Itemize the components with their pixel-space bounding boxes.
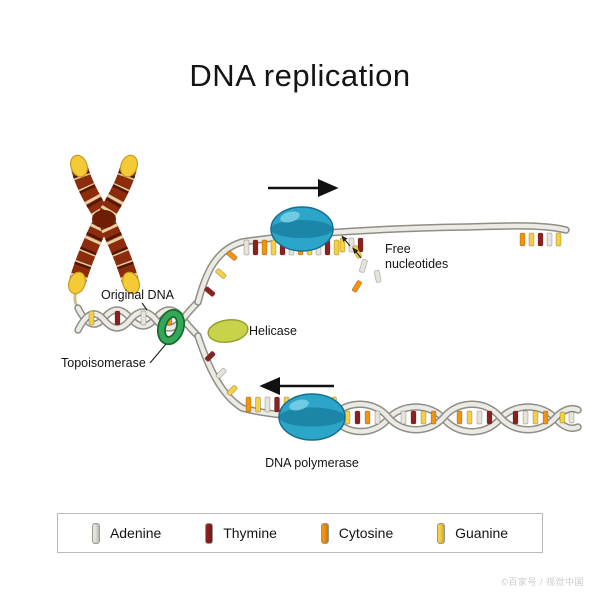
nucleotide-adenine bbox=[522, 410, 529, 425]
nucleotide-guanine bbox=[528, 232, 535, 247]
nucleotide-guanine bbox=[270, 239, 277, 256]
enzymes bbox=[156, 206, 346, 441]
legend-item-guanine: Guanine bbox=[437, 522, 509, 544]
nucleotide-cytosine bbox=[261, 239, 268, 256]
nucleotide-adenine bbox=[140, 310, 147, 326]
nucleotide-cytosine bbox=[226, 250, 238, 261]
nucleotide-adenine bbox=[215, 367, 227, 379]
nucleotide-guanine bbox=[466, 410, 473, 425]
thymine-label: Thymine bbox=[223, 525, 277, 541]
original-dna-label: Original DNA bbox=[101, 288, 174, 302]
topoisomerase-label: Topoisomerase bbox=[61, 356, 146, 370]
watermark: ©百家号 / 视觉中国 bbox=[501, 577, 584, 587]
cytosine-label: Cytosine bbox=[338, 525, 394, 541]
adenine-label: Adenine bbox=[109, 525, 162, 541]
dna-polymerase-label: DNA polymerase bbox=[265, 456, 359, 470]
original-dna-pointer-line bbox=[141, 302, 148, 311]
free-nucleotide-arrow-1 bbox=[341, 235, 351, 247]
nucleotide-adenine bbox=[400, 410, 407, 425]
nucleotide-thymine bbox=[537, 232, 544, 247]
nucleotide-guanine bbox=[226, 384, 238, 396]
nucleotide-thymine bbox=[410, 410, 417, 425]
nucleotide-cytosine bbox=[430, 410, 437, 425]
nucleotide-thymine bbox=[354, 410, 361, 425]
leading-strand-template bbox=[195, 223, 569, 305]
helicase-blob bbox=[207, 319, 249, 343]
cytosine-icon bbox=[320, 522, 329, 544]
thymine-icon bbox=[205, 522, 214, 544]
free-nucleotide-arrow-2 bbox=[352, 247, 362, 259]
topoisomerase-pointer-line bbox=[149, 343, 167, 364]
nucleotide-cytosine bbox=[364, 410, 371, 425]
dna-polymerase-bottom bbox=[278, 393, 346, 441]
page-title: DNA replication bbox=[189, 58, 411, 93]
nucleotide-cytosine bbox=[351, 280, 362, 293]
dna-polymerase-top bbox=[270, 206, 334, 252]
replicated-helix-strand-2 bbox=[329, 402, 581, 432]
annotations bbox=[141, 178, 362, 396]
nucleotide-thymine bbox=[114, 310, 121, 326]
legend-item-thymine: Thymine bbox=[205, 522, 277, 544]
nucleotide-cytosine bbox=[542, 410, 549, 425]
adenine-icon bbox=[91, 522, 100, 544]
nucleotide-guanine bbox=[532, 410, 539, 425]
nucleotide-guanine bbox=[333, 239, 340, 256]
nucleotide-thymine bbox=[357, 237, 364, 253]
guanine-icon bbox=[437, 522, 446, 544]
nucleotide-adenine bbox=[476, 410, 483, 425]
nucleotide-adenine bbox=[264, 396, 271, 413]
guanine-label: Guanine bbox=[455, 525, 509, 541]
free-nucleotides-label: Free nucleotides bbox=[385, 242, 449, 271]
helicase-label: Helicase bbox=[249, 324, 297, 338]
nucleotide-guanine bbox=[88, 310, 95, 326]
nucleotide-adenine bbox=[374, 410, 381, 425]
legend-item-adenine: Adenine bbox=[91, 522, 162, 544]
nucleotide-cytosine bbox=[456, 410, 463, 425]
nucleotide-cytosine bbox=[245, 396, 252, 413]
nucleotide-thymine bbox=[252, 239, 259, 256]
topoisomerase-ring bbox=[158, 310, 184, 344]
nucleotide-guanine bbox=[344, 410, 351, 425]
nucleotide-guanine bbox=[339, 237, 346, 253]
chromosome bbox=[67, 154, 141, 311]
nucleotide-thymine bbox=[204, 286, 216, 297]
nucleotide-adenine bbox=[243, 239, 250, 256]
nucleotide-adenine bbox=[546, 232, 553, 247]
nucleotide-guanine bbox=[555, 232, 562, 247]
legend-item-cytosine: Cytosine bbox=[320, 522, 394, 544]
nucleotide-adenine bbox=[373, 269, 382, 283]
nucleotide-adenine bbox=[359, 259, 368, 273]
nucleotide-guanine bbox=[215, 268, 227, 279]
nucleotide-guanine bbox=[255, 396, 261, 413]
nucleotide-guanine bbox=[559, 411, 566, 424]
nucleotide-thymine bbox=[512, 410, 519, 425]
legend: Adenine Thymine Cytosine Guanine bbox=[57, 513, 543, 553]
chromosome-centromere bbox=[92, 210, 116, 228]
nucleotide-cytosine bbox=[519, 232, 526, 247]
chromosome-telomeres bbox=[67, 154, 141, 295]
nucleotide-guanine bbox=[420, 410, 427, 425]
nucleotide-thymine bbox=[274, 396, 280, 413]
nucleotide-thymine bbox=[204, 350, 216, 362]
nucleotide-adenine bbox=[568, 411, 575, 424]
nucleotide-thymine bbox=[486, 410, 493, 425]
